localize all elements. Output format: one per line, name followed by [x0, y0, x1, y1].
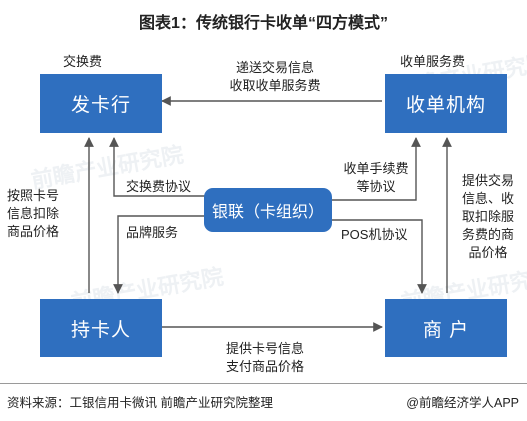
cardholder-node: 持卡人 [40, 299, 162, 357]
label-acquirer-to-issuer: 递送交易信息 收取收单服务费 [229, 60, 321, 93]
arrow-unionpay-to-merchant [330, 219, 427, 294]
arrow-unionpay-to-cardholder [113, 215, 205, 294]
footer-source: 资料来源：工银信用卡微讯 前瞻产业研究院整理 [7, 396, 273, 410]
label-interchange-agreement: 交换费协议 [126, 179, 192, 194]
cardholder-label: 持卡人 [70, 319, 131, 341]
acquirer-node: 收单机构 [385, 74, 507, 133]
acquirer-label: 收单机构 [405, 95, 486, 116]
footer-divider [0, 383, 527, 384]
issuer-label: 发卡行 [70, 95, 131, 116]
arrow-unionpay-to-acquirer [330, 137, 421, 201]
label-merchant-to-acquirer: 提供交易 信息、收 取扣除服 务费的商 品价格 [461, 173, 514, 260]
label-brand-service: 品牌服务 [126, 225, 179, 240]
label-issuer-cardholder: 按照卡号 信息扣除 商品价格 [7, 188, 60, 239]
arrow-unionpay-to-issuer [109, 137, 205, 197]
acquirer-caption: 收单服务费 [400, 54, 466, 69]
issuer-caption: 交换费 [63, 54, 103, 69]
merchant-node: 商 户 [385, 299, 507, 357]
figure-title: 图表1：传统银行卡收单“四方模式” [139, 15, 388, 32]
merchant-label: 商 户 [422, 319, 470, 341]
unionpay-label: 银联（卡组织） [211, 204, 324, 221]
issuer-node: 发卡行 [40, 74, 162, 133]
footer-brand: @前瞻经济学人APP [406, 396, 519, 410]
unionpay-node: 银联（卡组织） [204, 188, 332, 232]
label-fee-agreement: 收单手续费 等协议 [343, 161, 409, 194]
label-cardholder-to-merchant: 提供卡号信息 支付商品价格 [225, 341, 304, 374]
label-pos-agreement: POS机协议 [341, 227, 408, 242]
